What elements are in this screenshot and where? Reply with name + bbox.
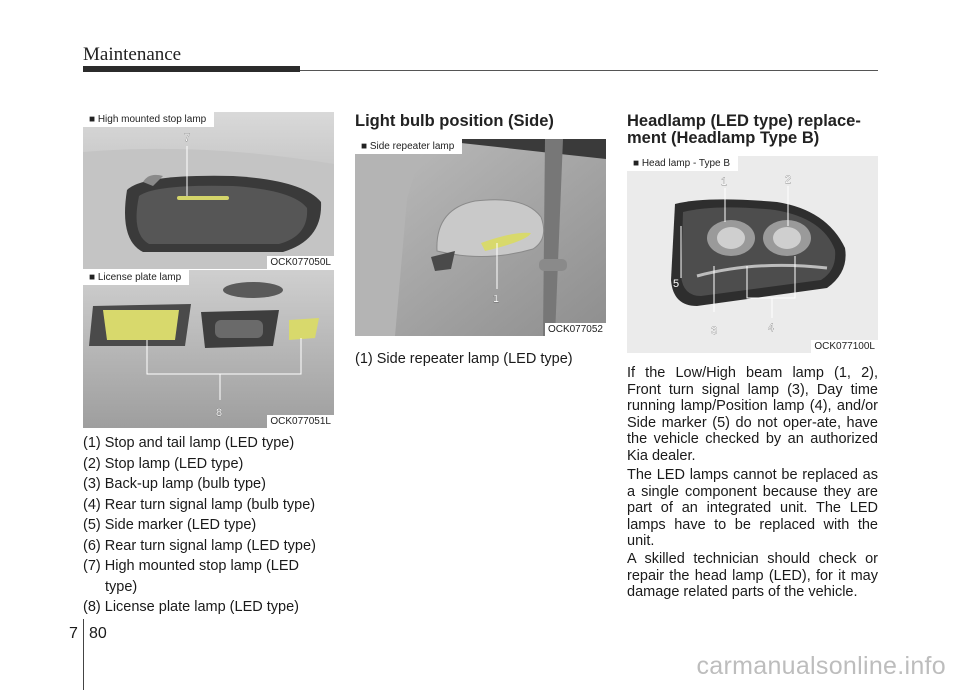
figure-code: OCK077052: [544, 323, 606, 336]
figure-code: OCK077100L: [811, 340, 878, 353]
figure-side-repeater-lamp: 1 ■ Side repeater lamp OCK077052: [355, 139, 606, 336]
figure-code: OCK077050L: [267, 256, 334, 269]
figure-head-lamp-type-b: 1 2 3 4 5 ■ Head lamp - Type B OCK077100…: [627, 156, 878, 353]
header-bar: [83, 66, 300, 72]
side-repeater-illustration: 1: [355, 139, 606, 336]
figure-caption: ■ Side repeater lamp: [355, 139, 463, 154]
callout-5: 5: [673, 278, 679, 290]
footer-divider: [83, 619, 84, 690]
side-section-title: Light bulb position (Side): [355, 112, 554, 130]
stop-lamp-illustration: 7: [83, 112, 334, 269]
chapter-number: 7: [69, 625, 78, 642]
figure-caption: ■ High mounted stop lamp: [83, 112, 215, 127]
figure-license-plate-lamp: 8 ■ License plate lamp OCK077051L: [83, 270, 334, 428]
headlamp-paragraph: A skilled technician should check or rep…: [627, 551, 878, 600]
list-item: (5) Side marker (LED type): [83, 517, 257, 533]
list-item: (2) Stop lamp (LED type): [83, 455, 244, 472]
list-item: (7) High mounted stop lamp (LED type): [83, 558, 299, 595]
callout-7: 7: [184, 132, 190, 144]
page-number: 80: [89, 625, 107, 642]
list-item: (3) Back-up lamp (bulb type): [83, 476, 266, 492]
callout-3: 3: [711, 325, 717, 337]
license-lamp-illustration: 8: [83, 270, 334, 428]
list-item: (8) License plate lamp (LED type): [83, 599, 299, 615]
callout-8: 8: [216, 407, 222, 419]
section-title: Maintenance: [83, 44, 182, 65]
headlamp-section-title: Headlamp (LED type) replace-ment (Headla…: [627, 112, 861, 147]
list-item: (4) Rear turn signal lamp (bulb type): [83, 496, 316, 513]
callout-4: 4: [768, 322, 774, 334]
header-rule: [300, 70, 878, 71]
headlamp-paragraph: The LED lamps cannot be replaced as a si…: [627, 467, 878, 549]
callout-1: 1: [493, 293, 499, 305]
figure-caption: ■ Head lamp - Type B: [627, 156, 739, 171]
side-repeater-item: (1) Side repeater lamp (LED type): [355, 351, 573, 367]
bulb-position-list: (1) Stop and tail lamp (LED type) (2) St…: [83, 433, 335, 618]
callout-2: 2: [785, 174, 791, 186]
headlamp-paragraph: If the Low/High beam lamp (1, 2), Front …: [627, 365, 878, 464]
figure-high-mounted-stop-lamp: 7 ■ High mounted stop lamp OCK077050L: [83, 112, 334, 269]
list-item: (6) Rear turn signal lamp (LED type): [83, 537, 316, 554]
watermark: carmanualsonline.info: [696, 652, 946, 680]
figure-caption: ■ License plate lamp: [83, 270, 190, 285]
headlamp-illustration: 1 2 3 4 5: [627, 156, 878, 353]
callout-1: 1: [721, 176, 727, 188]
figure-code: OCK077051L: [267, 415, 334, 428]
list-item: (1) Stop and tail lamp (LED type): [83, 435, 295, 451]
